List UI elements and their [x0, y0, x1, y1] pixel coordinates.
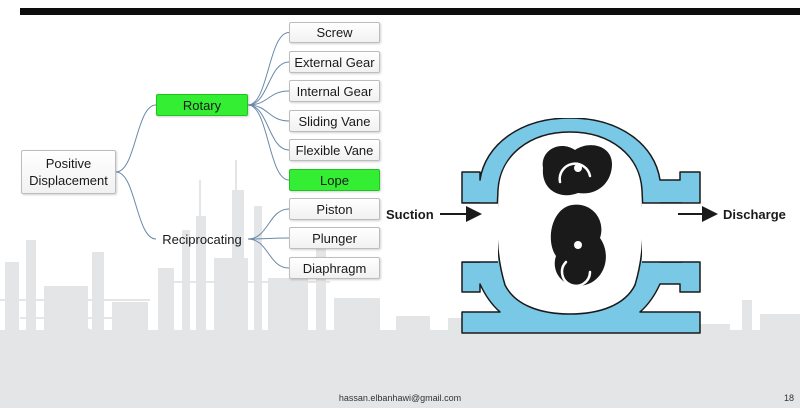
leaf-screw: Screw: [289, 22, 380, 43]
top-bar: [20, 8, 800, 15]
node-rotary: Rotary: [156, 94, 248, 116]
connector-leaf-lope: [247, 104, 290, 181]
connector-leaf-piston: [247, 208, 290, 240]
node-reciprocating: Reciprocating: [162, 231, 242, 247]
leaf-internal-gear: Internal Gear: [289, 80, 380, 102]
leaf-lope: Lope: [289, 169, 380, 191]
lobe-pump-illustration: Suction Discharge: [386, 118, 786, 334]
connector-root-reciprocating: [115, 171, 157, 240]
connector-leaf-plunger: [247, 237, 290, 240]
leaf-plunger: Plunger: [289, 227, 380, 249]
leaf-diaphragm: Diaphragm: [289, 257, 380, 279]
suction-label: Suction: [386, 207, 434, 222]
connector-leaf-screw: [247, 32, 290, 106]
leaf-external-gear: External Gear: [289, 51, 380, 73]
leaf-flexible-vane: Flexible Vane: [289, 139, 380, 161]
lower-rotor-shaft: [574, 241, 582, 249]
connector-leaf-diaphragm: [247, 238, 290, 269]
upper-rotor-shaft: [574, 164, 582, 172]
footer-email: hassan.elbanhawi@gmail.com: [338, 393, 462, 403]
discharge-label: Discharge: [723, 207, 786, 222]
connector-root-rotary: [115, 104, 157, 173]
connector-leaf-flexible-vane: [247, 104, 290, 151]
rotation-arrows: [558, 162, 592, 288]
connector-leaf-external-gear: [247, 61, 290, 106]
connector-leaf-internal-gear: [247, 90, 290, 106]
leaf-sliding-vane: Sliding Vane: [289, 110, 380, 132]
slide-number: 18: [783, 393, 794, 403]
leaf-piston: Piston: [289, 198, 380, 220]
